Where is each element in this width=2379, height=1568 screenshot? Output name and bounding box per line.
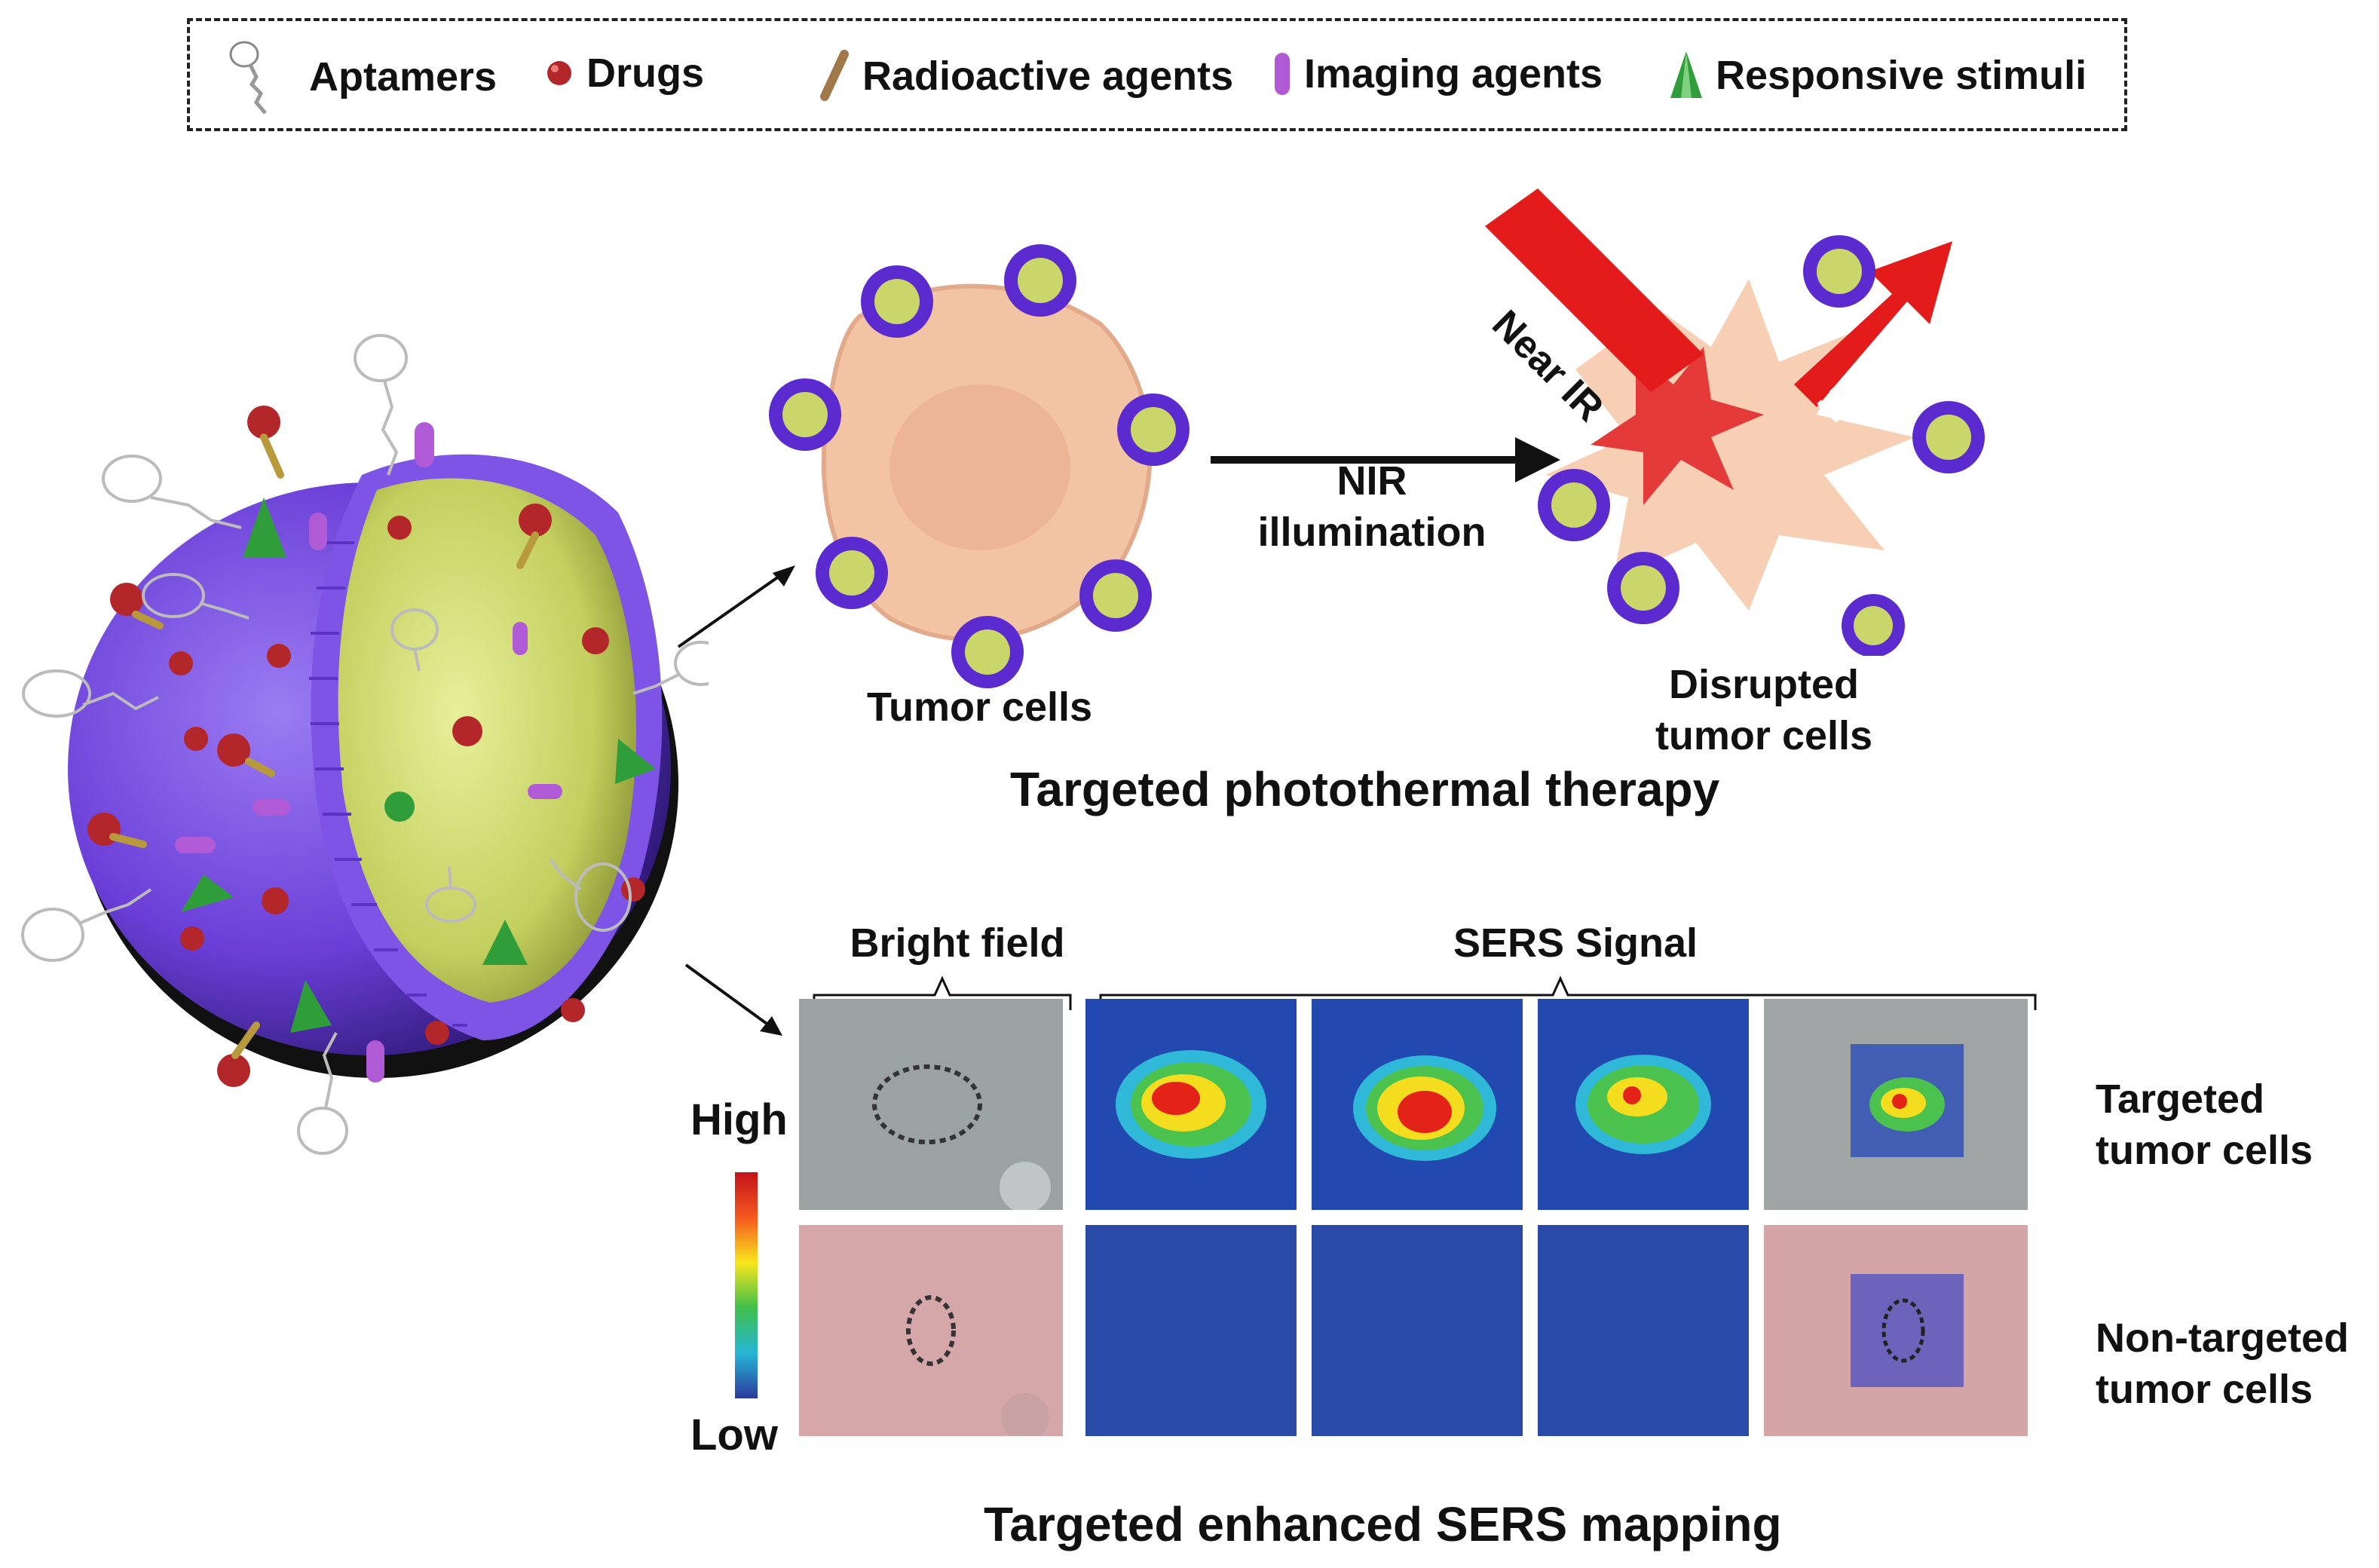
- laser-beam: [1485, 188, 1704, 392]
- nanoparticle-cluster: [769, 244, 1190, 688]
- sers-map-targeted-2: [1312, 999, 1523, 1210]
- pointer-arrow-upper: [677, 565, 795, 648]
- nanoparticle-cutaway-illustration: [21, 334, 709, 1155]
- row-label-targeted: Targeted tumor cells: [2096, 1074, 2313, 1176]
- bright-field-targeted-image: [799, 999, 1063, 1210]
- scale-high-label: High: [690, 1095, 788, 1144]
- legend-label-imaging: Imaging agents: [1304, 51, 1603, 96]
- sers-image-grid: [799, 999, 2028, 1436]
- row-label-nontargeted-line2: tumor cells: [2096, 1366, 2313, 1412]
- disrupted-label-line2: tumor cells: [1655, 712, 1873, 758]
- legend-label-drugs: Drugs: [586, 51, 705, 96]
- legend-item-imaging: Imaging agents: [1272, 50, 1603, 98]
- legend-label-aptamers: Aptamers: [309, 54, 498, 100]
- imaging-capsule-icon: [1275, 53, 1290, 95]
- row-label-targeted-line1: Targeted: [2096, 1076, 2265, 1122]
- legend-box: Aptamers Drugs Radioactive agents Imagin…: [187, 18, 2127, 131]
- row-label-nontargeted: Non-targeted tumor cells: [2096, 1313, 2349, 1415]
- intensity-colorbar: [735, 1172, 758, 1398]
- sers-map-nontargeted-3: [1538, 1225, 1749, 1436]
- legend-item-drugs: Drugs: [544, 50, 704, 96]
- column-brackets: [813, 975, 2037, 1010]
- legend-item-aptamers: Aptamers: [222, 32, 497, 122]
- bright-field-nontargeted-image: [799, 1225, 1063, 1436]
- legend-item-radioactive: Radioactive agents: [817, 50, 1233, 103]
- tumor-cell-illustration: [769, 244, 1190, 688]
- sers-map-nontargeted-1: [1085, 1225, 1297, 1436]
- nir-arrow: [1211, 437, 1560, 482]
- pointer-arrow-lower: [684, 963, 782, 1036]
- heat-arrow: [1794, 241, 1952, 407]
- disrupted-cell-illustration: [1485, 188, 1985, 656]
- legend-label-radioactive: Radioactive agents: [862, 54, 1234, 99]
- sers-map-targeted-1: [1085, 999, 1297, 1210]
- row-label-nontargeted-line1: Non-targeted: [2096, 1315, 2349, 1361]
- bright-field-label: Bright field: [850, 920, 1065, 966]
- nir-label-line2: illumination: [1257, 509, 1486, 555]
- disrupted-cells-label: Disrupted tumor cells: [1613, 660, 1915, 761]
- disrupted-label-line1: Disrupted: [1668, 662, 1860, 707]
- legend-label-stimuli: Responsive stimuli: [1716, 53, 2087, 98]
- aptamer-icon: [229, 41, 267, 115]
- drug-sphere-icon: [547, 61, 571, 85]
- scale-low-label: Low: [690, 1410, 778, 1459]
- tumor-cells-label: Tumor cells: [867, 684, 1093, 730]
- overlay-nontargeted-image: [1764, 1225, 2028, 1436]
- stimuli-cone-icon: [1670, 51, 1702, 98]
- sers-signal-label: SERS Signal: [1453, 920, 1698, 966]
- overlay-targeted-image: [1764, 999, 2028, 1210]
- nir-illumination-label: NIR illumination: [1206, 456, 1538, 558]
- photothermal-title: Targeted photothermal therapy: [1010, 762, 1720, 816]
- sers-mapping-title: Targeted enhanced SERS mapping: [984, 1497, 1782, 1551]
- sers-map-nontargeted-2: [1312, 1225, 1523, 1436]
- radioactive-rod-icon: [820, 50, 849, 101]
- sers-map-targeted-3: [1538, 999, 1749, 1210]
- legend-item-stimuli: Responsive stimuli: [1669, 50, 2087, 101]
- nir-label-line1: NIR: [1336, 458, 1407, 504]
- row-label-targeted-line2: tumor cells: [2096, 1127, 2313, 1173]
